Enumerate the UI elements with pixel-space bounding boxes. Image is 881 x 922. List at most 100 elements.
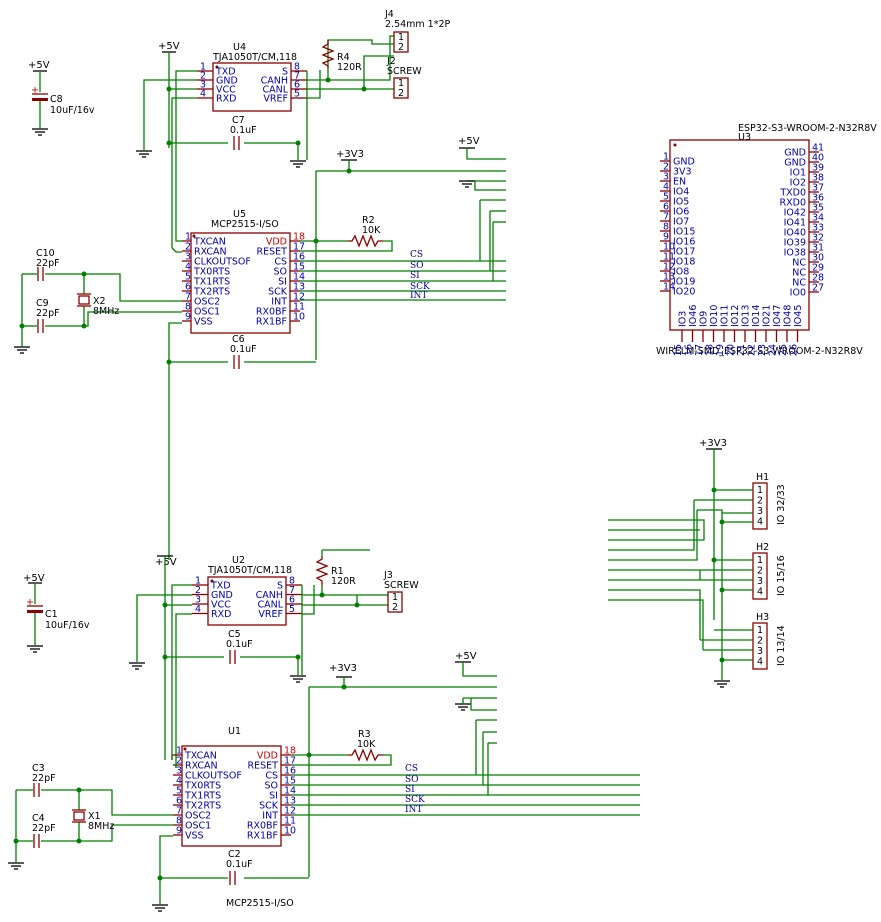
u3-pin-1-number: 1 (663, 152, 669, 163)
u3-pin-28-number: 28 (812, 273, 824, 284)
u5-pin-12-number: 12 (293, 292, 305, 303)
u1-pin-1-number: 1 (176, 746, 182, 757)
module-u3: ESP32-S3-WROOM-2-N32R8V U3 WIRELM-SMD_ES… (656, 123, 877, 357)
u1-pin-4-label: TX0RTS (184, 781, 221, 792)
c9-value: 22pF (36, 308, 60, 319)
connector-j4: J4 2.54mm 1*2P 1 2 (384, 9, 451, 53)
u5-pin-16-label: CS (274, 257, 287, 268)
u2-pin-5-label: VREF (258, 609, 283, 620)
u3-pin-4-number: 4 (663, 182, 669, 193)
net-label-int: INT (410, 291, 427, 301)
u4-pin-7-label: CANH (261, 76, 288, 87)
h3-value: IO 13/14 (776, 625, 787, 666)
h2-pin-2: 2 (757, 566, 763, 577)
u3-footprint: WIRELM-SMD_ESP32-S3-WROOM-2-N32R8V (656, 346, 863, 357)
u3-pin-18-label: IO10 (709, 305, 720, 327)
u3-pin-39-number: 39 (812, 163, 824, 174)
u5-pin-1-number: 1 (185, 232, 191, 243)
capacitor-c8: + C8 10uF/16v (31, 72, 95, 128)
u3-pin-29-number: 29 (812, 263, 824, 274)
u1-pin-12-label: INT (262, 811, 278, 822)
u1-pin-8-number: 8 (176, 816, 182, 827)
u4-ref: U4 (233, 42, 246, 53)
power-5v-label: +5V (158, 41, 180, 52)
r2-value: 10K (362, 225, 381, 236)
u3-pin-7-number: 7 (663, 212, 669, 223)
h1-pin-1: 1 (757, 485, 763, 496)
u1-pin-5-number: 5 (176, 786, 182, 797)
c7-ref: C7 (232, 115, 245, 126)
u1-wiring (152, 720, 640, 912)
u3-pin-3-label: EN (673, 177, 686, 188)
u1-pin-9-label: VSS (185, 831, 204, 842)
u3-pin-25-label: IO48 (783, 305, 794, 327)
power-5v-label: +5V (155, 557, 177, 568)
u3-pin-13-number: 13 (663, 272, 675, 283)
u3-pin-34-number: 34 (812, 213, 824, 224)
u1-pin-5-label: TX1RTS (184, 791, 221, 802)
x2-ref: X2 (93, 296, 106, 307)
capacitor-c5: C5 0.1uF (226, 629, 253, 664)
h2-pin-1: 1 (757, 555, 763, 566)
u5-pin-18-number: 18 (293, 232, 305, 243)
resistor-r4: R4 120R (321, 39, 394, 73)
u5-pin-13-number: 13 (293, 282, 305, 293)
u3-pin-33-number: 33 (812, 223, 824, 234)
u5-pin-7-label: OSC2 (194, 297, 220, 308)
u3-pin-19-label: IO11 (720, 305, 731, 327)
u5-pin-9-number: 9 (185, 312, 191, 323)
u5-pin-2-label: RXCAN (194, 247, 227, 258)
net-label-cs: CS (405, 764, 418, 774)
resistor-r2: R2 10K (348, 215, 383, 248)
u1-pin-14-number: 14 (284, 786, 296, 797)
ground-symbol (136, 150, 152, 158)
ground-symbol (290, 160, 306, 168)
x1-ref: X1 (88, 811, 101, 822)
u1-pin-2-label: RXCAN (185, 761, 218, 772)
u3-pin-31-number: 31 (812, 243, 824, 254)
u3-pin-3-number: 3 (663, 172, 669, 183)
power-3v3-label: +3V3 (336, 149, 364, 160)
j3-pin-2: 2 (392, 602, 398, 613)
u5-pin-16-number: 16 (293, 252, 305, 263)
r2-ref: R2 (362, 215, 375, 226)
u1-pin-11-label: RX0BF (247, 821, 278, 832)
net-label-so: SO (410, 261, 424, 271)
c5-value: 0.1uF (226, 639, 253, 650)
net-label-si: SI (410, 271, 420, 281)
c9-ref: C9 (36, 298, 49, 309)
c10-ref: C10 (36, 248, 55, 259)
u1-pin-1-label: TXCAN (184, 751, 217, 762)
u1-pin-8-label: OSC1 (185, 821, 211, 832)
u3-pin-9-label: IO16 (673, 237, 695, 248)
u1-pin-7-number: 7 (176, 806, 182, 817)
power-5v-c8: +5V (28, 60, 50, 72)
u3-pin-37-number: 37 (812, 183, 824, 194)
u3-pin-27-label: IO0 (790, 288, 806, 299)
u3-pin-40-number: 40 (812, 153, 824, 164)
c2-ref: C2 (228, 849, 241, 860)
c6-value: 0.1uF (230, 344, 257, 355)
u3-pin-7-label: IO7 (673, 217, 689, 228)
u2-pin-5-number: 5 (289, 604, 295, 615)
u3-pin-17-label: IO9 (699, 311, 710, 327)
u3-pin-37-label: TXD0 (779, 188, 806, 199)
u3-pin-30-label: NC (792, 258, 806, 269)
u5-pin-1-label: TXCAN (193, 237, 226, 248)
u2-pin-8-number: 8 (289, 576, 295, 587)
u3-pin-40-label: GND (784, 158, 806, 169)
power-5v-lower-right: +5V (455, 651, 497, 744)
u5-pin-10-label: RX1BF (256, 317, 287, 328)
power-3v3-upper: +3V3 (315, 149, 506, 360)
u4-pin-4-label: RXD (216, 94, 236, 105)
u5-pin-6-label: TX2RTS (193, 287, 230, 298)
u4-wiring (143, 35, 394, 248)
u3-pin-36-number: 36 (812, 193, 824, 204)
u5-pin-17-number: 17 (293, 242, 305, 253)
